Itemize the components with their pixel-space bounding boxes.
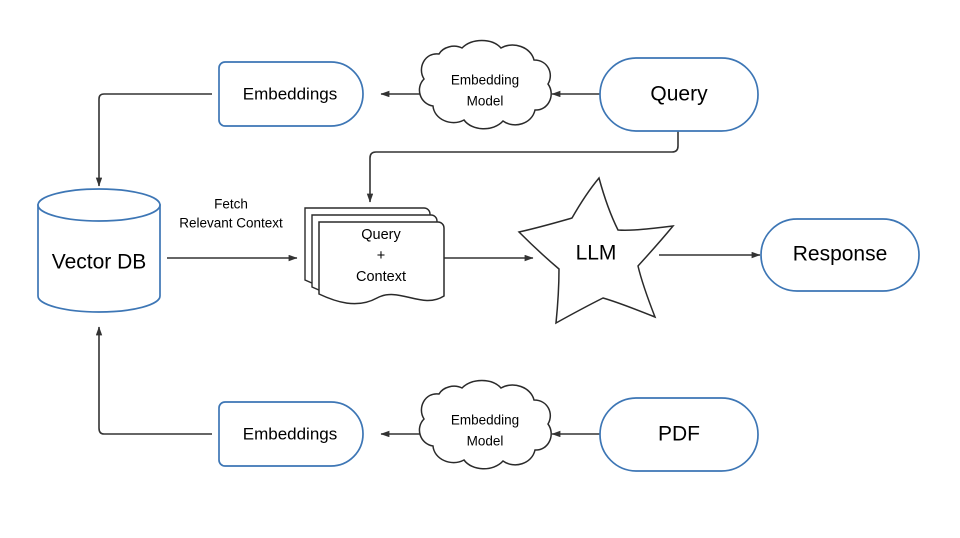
- embedding-model-bottom-label-line2: Model: [467, 434, 504, 449]
- node-response[interactable]: Response: [760, 218, 920, 292]
- query-label: Query: [650, 83, 708, 106]
- query-context-label-line3: Context: [356, 269, 406, 285]
- node-query[interactable]: Query: [599, 57, 759, 132]
- embedding-model-top-label-line2: Model: [467, 94, 504, 109]
- node-pdf[interactable]: PDF: [599, 397, 759, 472]
- vector-db-label: Vector DB: [52, 251, 147, 274]
- response-shape: [760, 218, 920, 292]
- edge-embeddings-top-to-vector-db: [95, 93, 212, 187]
- edge-embeddings-bottom-to-vector-db: [95, 326, 212, 435]
- llm-label: LLM: [576, 242, 617, 265]
- embeddings-top-label: Embeddings: [243, 84, 338, 103]
- node-embeddings-bottom[interactable]: Embeddings: [218, 401, 364, 467]
- node-embeddings-top[interactable]: Embeddings: [218, 61, 364, 127]
- edge-query-to-query-context: [366, 131, 679, 203]
- embedding-model-top-cloud-shape: [418, 39, 552, 130]
- connector-layer: [95, 90, 761, 438]
- query-shape: [599, 57, 759, 132]
- pdf-shape: [599, 397, 759, 472]
- embedding-model-top-label-line1: Embedding: [451, 73, 519, 88]
- fetch-label-line1: Fetch: [214, 197, 248, 212]
- node-embedding-model-top[interactable]: Embedding Model: [418, 39, 552, 130]
- node-query-context[interactable]: Query + Context: [304, 207, 445, 305]
- query-context-label-line2: +: [377, 248, 385, 264]
- embeddings-top-shape: [218, 61, 364, 127]
- node-vector-db[interactable]: Vector DB: [37, 188, 161, 313]
- embeddings-bottom-label: Embeddings: [243, 424, 338, 443]
- vector-db-body-shape: [37, 204, 161, 313]
- vector-db-top-ellipse: [37, 188, 161, 222]
- node-llm[interactable]: LLM: [517, 176, 675, 325]
- fetch-label-line2: Relevant Context: [179, 216, 283, 231]
- embeddings-bottom-shape: [218, 401, 364, 467]
- edge-label-fetch-relevant-context: Fetch Relevant Context: [179, 197, 283, 231]
- response-label: Response: [793, 243, 888, 266]
- embedding-model-bottom-label-line1: Embedding: [451, 413, 519, 428]
- llm-star-shape: [517, 176, 675, 325]
- query-context-label-line1: Query: [361, 227, 401, 243]
- pdf-label: PDF: [658, 423, 700, 446]
- node-embedding-model-bottom[interactable]: Embedding Model: [418, 379, 552, 470]
- query-context-sheet-front: [318, 221, 445, 305]
- embedding-model-bottom-cloud-shape: [418, 379, 552, 470]
